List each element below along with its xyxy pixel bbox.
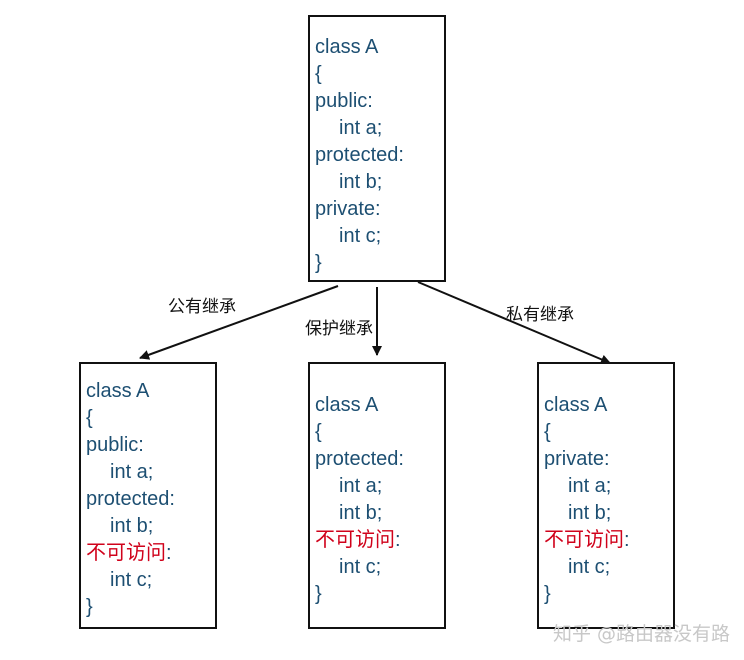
arrow-public-inheritance xyxy=(139,285,339,360)
code-line: } xyxy=(86,596,93,618)
code-line: int b; xyxy=(339,171,383,193)
public-child-class-box: class A { public: int a; protected: int b; 不可访… xyxy=(79,362,217,629)
code-line: int b; xyxy=(110,515,154,537)
code-line: int a; xyxy=(339,117,383,139)
code-line: } xyxy=(315,583,322,605)
inaccessible-label: 不可访问 xyxy=(544,529,624,551)
arrow-private-inheritance xyxy=(417,281,611,365)
code-line: int c; xyxy=(110,569,153,591)
code-line: } xyxy=(544,583,551,605)
code-line: class A xyxy=(86,380,150,402)
code-line: { xyxy=(544,421,551,443)
code-line: private: xyxy=(315,198,381,220)
code-line: protected: xyxy=(86,488,175,510)
access-colon: : xyxy=(624,529,630,551)
code-line: { xyxy=(315,63,322,85)
code-line: int c; xyxy=(339,556,382,578)
code-line: class A xyxy=(544,394,608,416)
private-child-class-box: class A { private: int a; int b; 不可访问: int c;} xyxy=(537,362,675,629)
code-line: class A xyxy=(315,394,379,416)
inaccessible-label: 不可访问 xyxy=(86,542,166,564)
protected-child-class-box: class A { protected: int a; int b; 不可访问: int c… xyxy=(308,362,446,629)
code-line: { xyxy=(86,407,93,429)
code-line: protected: xyxy=(315,448,404,470)
code-line: int a; xyxy=(568,475,612,497)
protected-inheritance-label: 保护继承 xyxy=(305,319,373,339)
code-line: 不可访问: xyxy=(86,543,172,563)
code-line: private: xyxy=(544,448,610,470)
code-line: int a; xyxy=(339,475,383,497)
code-line: int a; xyxy=(110,461,154,483)
private-inheritance-label: 私有继承 xyxy=(506,305,574,325)
code-line: int c; xyxy=(339,225,382,247)
code-line: class A xyxy=(315,36,379,58)
base-class-box: class A { public: int a; protected: int b; pri… xyxy=(308,15,446,282)
code-line: int b; xyxy=(339,502,383,524)
code-line: int c; xyxy=(568,556,611,578)
code-line: public: xyxy=(86,434,144,456)
access-colon: : xyxy=(166,542,172,564)
code-line: { xyxy=(315,421,322,443)
code-line: } xyxy=(315,252,322,274)
code-line: protected: xyxy=(315,144,404,166)
access-colon: : xyxy=(395,529,401,551)
code-line: 不可访问: xyxy=(544,530,630,550)
public-inheritance-label: 公有继承 xyxy=(168,297,236,317)
inaccessible-label: 不可访问 xyxy=(315,529,395,551)
watermark: 知乎 @路由器没有路 xyxy=(552,623,730,645)
code-line: public: xyxy=(315,90,373,112)
code-line: int b; xyxy=(568,502,612,524)
code-line: 不可访问: xyxy=(315,530,401,550)
